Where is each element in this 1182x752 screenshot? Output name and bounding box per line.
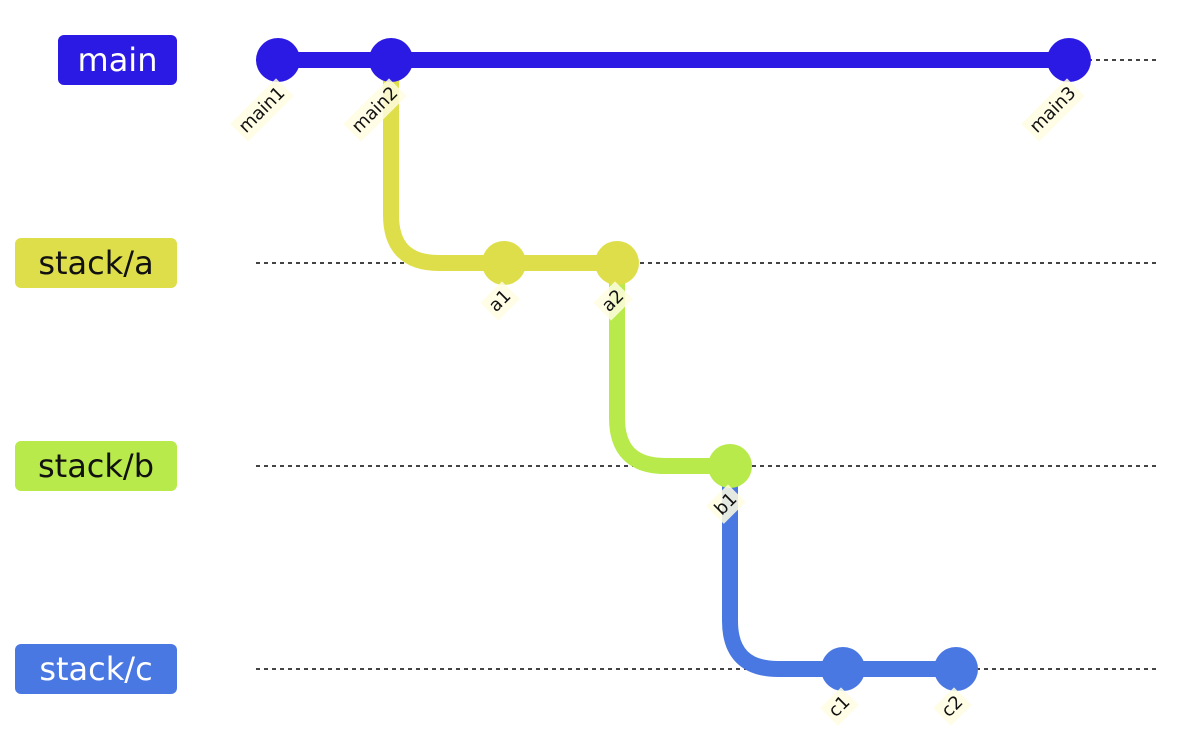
commit-label-bg [230, 78, 294, 142]
branch-label-text: stack/a [38, 244, 153, 282]
commit-label-text: main3 [1026, 83, 1081, 138]
commit-label-a1: a1 [480, 281, 520, 321]
branch-paths [270, 52, 1077, 677]
branch-label-bg [15, 238, 177, 288]
branch-label-text: main [78, 41, 158, 79]
commit-node-main3[interactable] [1047, 38, 1091, 82]
branch-label-bg [15, 644, 177, 694]
fork-path-stack_c [722, 458, 851, 677]
commit-label-bg [1021, 78, 1085, 142]
commit-node-main1[interactable] [256, 38, 300, 82]
commit-label-b1: b1 [706, 484, 746, 524]
branch-label-text: stack/c [39, 650, 152, 688]
branch-label-stack_c[interactable]: stack/c [15, 644, 177, 694]
commit-label-text: main1 [235, 83, 290, 138]
fork-path-stack_b [609, 255, 738, 474]
commit-label-main1: main1 [230, 78, 294, 142]
branch-labels: main stack/a stack/b stack/c [15, 35, 177, 694]
branch-label-text: stack/b [38, 447, 154, 485]
commit-nodes [256, 38, 1091, 691]
commit-label-a2: a2 [593, 281, 633, 321]
commit-label-text: c2 [937, 692, 967, 722]
commit-label-bg [933, 687, 972, 726]
commit-node-c1[interactable] [821, 647, 865, 691]
commit-node-a2[interactable] [595, 241, 639, 285]
branch-label-bg [15, 441, 177, 491]
branch-label-bg [58, 35, 177, 85]
commit-node-main2[interactable] [369, 38, 413, 82]
commit-label-bg [593, 281, 633, 321]
commit-label-bg [480, 281, 520, 321]
commit-label-bg [820, 687, 859, 726]
commit-label-bg [343, 78, 407, 142]
branch-label-main[interactable]: main [58, 35, 177, 85]
fork-path-stack_a [383, 52, 512, 271]
commit-label-c1: c1 [820, 687, 859, 726]
commit-label-bg [706, 484, 746, 524]
commit-label-main3: main3 [1021, 78, 1085, 142]
branch-label-stack_b[interactable]: stack/b [15, 441, 177, 491]
commit-node-b1[interactable] [708, 444, 752, 488]
commit-label-c2: c2 [933, 687, 972, 726]
commit-node-c2[interactable] [934, 647, 978, 691]
commit-node-a1[interactable] [482, 241, 526, 285]
branch-label-stack_a[interactable]: stack/a [15, 238, 177, 288]
commit-label-text: c1 [824, 692, 854, 722]
